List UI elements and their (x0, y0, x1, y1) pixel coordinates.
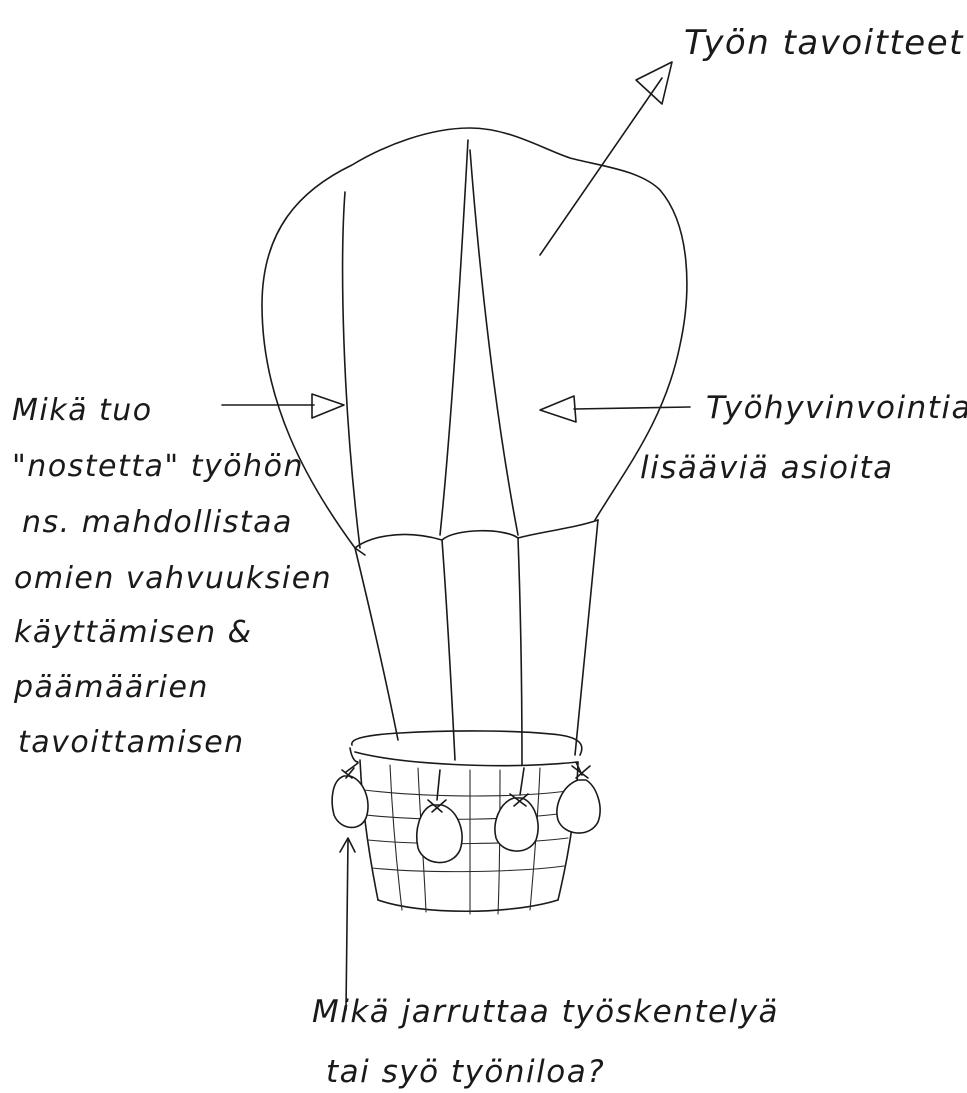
arrow-icon (540, 62, 672, 255)
label-lift-line-6: päämäärien (13, 670, 209, 705)
sandbag-icon (417, 770, 462, 863)
label-lift-line-1: Mikä tuo (12, 393, 153, 428)
label-lift-line-5: käyttämisen & (14, 615, 253, 650)
arrow-icon (340, 838, 355, 1010)
arrow-icon (540, 396, 690, 422)
sandbag-icon (332, 763, 368, 827)
label-wellbeing-line-1: Työhyvinvointia (706, 390, 967, 426)
label-brakes-group: Mikä jarruttaa työskentelyä tai syö työn… (312, 994, 779, 1090)
label-lift-line-2: "nostetta" työhön (12, 449, 304, 484)
sandbag-icon (557, 762, 600, 833)
arrow-icon (222, 394, 344, 418)
label-wellbeing-group: Työhyvinvointia lisääviä asioita (640, 390, 967, 486)
label-goals: Työn tavoitteet (684, 23, 964, 63)
label-lift-line-7: tavoittamisen (18, 725, 245, 760)
label-brakes-line-2: tai syö työniloa? (326, 1054, 605, 1090)
balloon-envelope (262, 128, 687, 555)
label-lift-line-4: omien vahvuuksien (14, 561, 332, 596)
balloon-basket (350, 731, 582, 914)
balloon-ropes (355, 520, 598, 765)
label-lift-line-3: ns. mahdollistaa (22, 505, 293, 540)
label-lift-group: Mikä tuo "nostetta" työhön ns. mahdollis… (12, 393, 332, 760)
label-brakes-line-1: Mikä jarruttaa työskentelyä (312, 994, 779, 1030)
label-wellbeing-line-2: lisääviä asioita (640, 450, 894, 486)
sandbag-icon (495, 768, 538, 851)
